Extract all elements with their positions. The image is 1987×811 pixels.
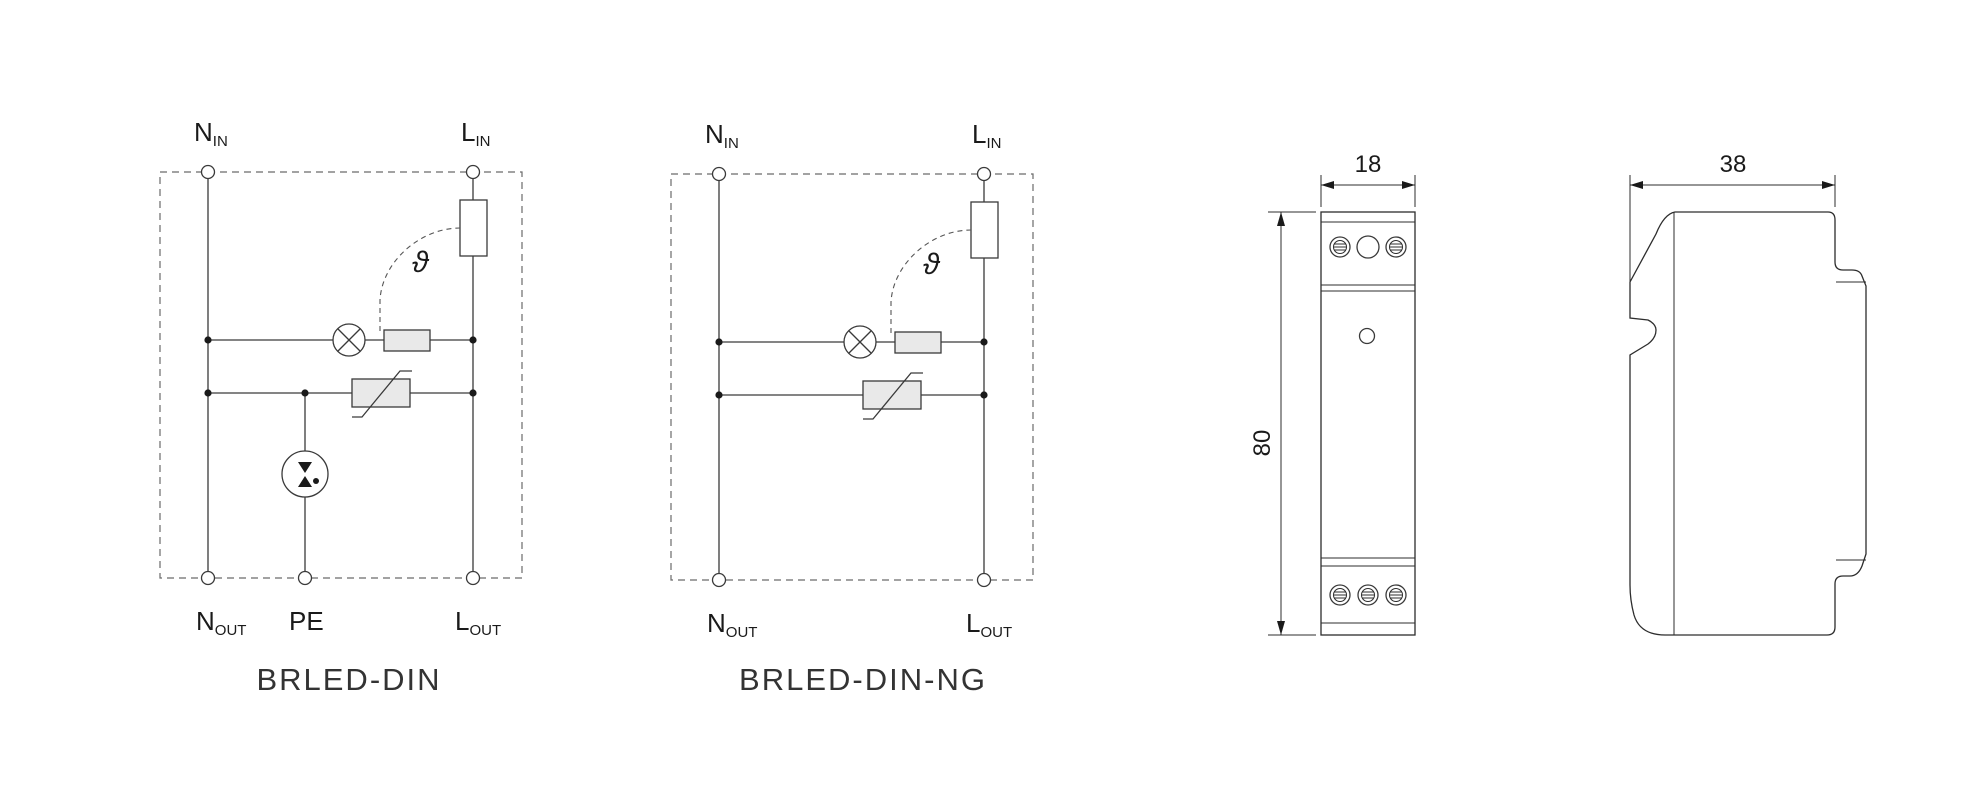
junction-dot: [715, 391, 723, 399]
label-n-in: NIN: [705, 119, 739, 152]
terminal-screw-icon: [1329, 236, 1351, 258]
indicator-resistor: [894, 331, 942, 354]
label-n-out: NOUT: [707, 608, 757, 641]
enclosure-boundary: [670, 173, 1034, 581]
gdt-arrow-down: [298, 462, 312, 473]
dim-arrow-icon: [1822, 181, 1835, 189]
gdt-dot: [313, 478, 319, 484]
junction-dot: [204, 389, 212, 397]
dim-arrow-icon: [1277, 212, 1285, 226]
lamp-cross-b: [848, 330, 872, 354]
junction-dot: [469, 336, 477, 344]
terminal-pe: [297, 570, 313, 586]
terminal-l-in: [976, 166, 992, 182]
varistor-slash: [863, 372, 923, 420]
terminal-l-in: [465, 164, 481, 180]
label-l-out: LOUT: [966, 608, 1012, 641]
height-dimension-value: 80: [1249, 430, 1276, 457]
diagram-title: BRLED-DIN: [256, 662, 441, 697]
gdt-arrow-up: [298, 476, 312, 487]
schematic-brled-din: ϑ NIN LIN NOUT PE LOUT BRLED-DIN: [159, 117, 523, 697]
label-l-in: LIN: [461, 117, 490, 150]
thermal-coupling-line: [379, 227, 461, 331]
terminal-l-out: [976, 572, 992, 588]
side-view: 38: [1629, 151, 1867, 636]
width-dimension-value: 18: [1355, 151, 1382, 178]
terminal-screw-icon: [1385, 584, 1407, 606]
varistor-slash: [352, 370, 412, 418]
terminal-n-out: [711, 572, 727, 588]
thermal-fuse-icon: [970, 201, 999, 259]
thermal-symbol: ϑ: [923, 248, 941, 281]
diagram-title: BRLED-DIN-NG: [739, 662, 987, 697]
terminal-screw-icon: [1329, 584, 1351, 606]
terminal-n-out: [200, 570, 216, 586]
dim-arrow-icon: [1321, 181, 1334, 189]
status-window-icon: [1356, 235, 1380, 259]
junction-dot: [469, 389, 477, 397]
dim-arrow-icon: [1402, 181, 1415, 189]
junction-dot: [301, 389, 309, 397]
thermal-symbol: ϑ: [412, 246, 430, 279]
enclosure-boundary: [159, 171, 523, 579]
front-view: 18 80: [1249, 151, 1416, 636]
front-body-outline: [1320, 211, 1416, 636]
label-l-out: LOUT: [455, 606, 501, 639]
junction-dot: [980, 391, 988, 399]
indicator-led-icon: [1358, 327, 1376, 345]
junction-dot: [204, 336, 212, 344]
dim-arrow-icon: [1277, 621, 1285, 635]
gas-discharge-tube-icon: [281, 450, 329, 498]
terminal-screw-icon: [1385, 236, 1407, 258]
junction-dot: [715, 338, 723, 346]
label-l-in: LIN: [972, 119, 1001, 152]
side-body-outline: [1629, 211, 1867, 636]
junction-dot: [980, 338, 988, 346]
dim-arrow-icon: [1630, 181, 1643, 189]
schematic-brled-din-ng: ϑ NIN LIN NOUT LOUT BRLED-DIN-NG: [670, 119, 1034, 697]
label-n-out: NOUT: [196, 606, 246, 639]
depth-dimension-value: 38: [1720, 151, 1747, 178]
label-pe: PE: [289, 606, 324, 636]
thermal-fuse-icon: [459, 199, 488, 257]
lamp-cross-b: [337, 328, 361, 352]
label-n-in: NIN: [194, 117, 228, 150]
terminal-n-in: [200, 164, 216, 180]
terminal-screw-icon: [1357, 584, 1379, 606]
thermal-coupling-line: [890, 229, 972, 333]
indicator-resistor: [383, 329, 431, 352]
terminal-n-in: [711, 166, 727, 182]
terminal-l-out: [465, 570, 481, 586]
